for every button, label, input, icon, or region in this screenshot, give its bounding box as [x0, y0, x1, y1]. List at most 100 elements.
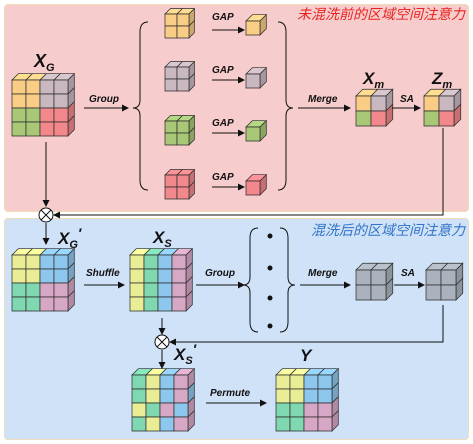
cube-xg-cell	[25, 107, 41, 123]
cube-xs-prime	[131, 367, 196, 432]
cube-group-purple-cell	[164, 66, 178, 80]
op-gap-3: GAP	[212, 118, 234, 129]
cube-xs-prime-cell	[145, 374, 161, 390]
cube-xs-cell	[157, 296, 173, 312]
cube-group-red-cell	[164, 174, 178, 188]
cube-group-purple-cell	[176, 66, 190, 80]
multiply-symbol-1	[38, 207, 54, 223]
cube-group-red-cell	[176, 174, 190, 188]
cube-y-cell	[317, 402, 333, 418]
cube-xm-cell	[355, 110, 372, 127]
cube-sa-bottom-cell	[425, 284, 442, 301]
cube-xs-prime-cell	[159, 374, 175, 390]
cube-xg-prime-cell	[53, 282, 69, 298]
op-merge-bottom: Merge	[308, 268, 338, 279]
cube-group-purple	[164, 60, 196, 92]
cube-group-orange	[164, 7, 196, 39]
cube-group-orange-cell	[164, 25, 178, 39]
cube-xs-cell	[171, 296, 187, 312]
op-gap-4: GAP	[212, 172, 234, 183]
cube-xs-cell	[171, 254, 187, 270]
cube-group-red-cell	[176, 186, 190, 200]
ellipsis-dot-3	[267, 295, 273, 301]
cube-gap-red	[245, 173, 268, 196]
cube-xg-prime-cell	[39, 254, 55, 270]
brace-right-top	[277, 21, 294, 191]
cube-group-green-cell	[164, 132, 178, 146]
cube-y-cell	[303, 402, 319, 418]
cube-xg-cell	[39, 107, 55, 123]
cube-xs-cell	[129, 254, 145, 270]
label-y: Y	[300, 346, 313, 365]
cube-xg-prime-cell	[39, 296, 55, 312]
cube-xg-cell	[11, 93, 27, 109]
cube-gap-green	[245, 119, 268, 142]
cube-xm-cell	[355, 95, 372, 112]
cube-xs-prime-cell	[159, 388, 175, 404]
op-group-top: Group	[89, 94, 119, 105]
cube-xs-prime-cell	[173, 416, 189, 432]
cube-y-cell	[289, 402, 305, 418]
cube-xg-cell	[25, 93, 41, 109]
cube-xs-cell	[157, 254, 173, 270]
multiply-symbol-2	[154, 334, 170, 350]
cube-group-red-cell	[164, 186, 178, 200]
cube-group-orange-cell	[176, 13, 190, 27]
op-gap-2: GAP	[212, 65, 234, 76]
title-before-shuffle: 未混洗前的区域空间注意力	[297, 7, 465, 23]
op-group-bottom: Group	[205, 268, 235, 279]
cube-xg-prime-cell	[53, 254, 69, 270]
label-zm: Zm	[431, 69, 452, 91]
cube-xs-prime-cell	[159, 402, 175, 418]
label-xg: XG	[33, 51, 55, 74]
cube-xm-cell	[370, 95, 387, 112]
ellipsis-dot-4	[267, 323, 273, 329]
cube-y-cell	[317, 374, 333, 390]
cube-zm	[423, 88, 462, 127]
brace-right-bottom	[279, 227, 296, 333]
cube-xs-prime-cell	[173, 402, 189, 418]
cube-group-green	[164, 114, 196, 146]
cube-xg-cell	[39, 93, 55, 109]
cube-xs-cell	[143, 268, 159, 284]
cube-merge-bottom-cell	[355, 284, 372, 301]
cube-xs-prime-cell	[131, 374, 147, 390]
cube-group-orange-cell	[164, 13, 178, 27]
title-after-shuffle: 混洗后的区域空间注意力	[311, 223, 465, 239]
cube-xg-prime-cell	[25, 268, 41, 284]
cube-xg-cell	[25, 121, 41, 137]
cube-xg	[11, 72, 76, 137]
cube-xg-cell	[11, 107, 27, 123]
op-gap-1: GAP	[212, 12, 234, 23]
op-sa-bottom: SA	[401, 268, 415, 279]
cube-group-red	[164, 168, 196, 200]
cube-merge-bottom-cell	[370, 269, 387, 286]
op-sa-top: SA	[400, 94, 414, 105]
cube-xs-prime-cell	[145, 402, 161, 418]
cube-xg-prime-cell	[25, 296, 41, 312]
cube-gap-orange	[245, 13, 268, 36]
cube-y-cell	[275, 388, 291, 404]
cube-xg-cell	[53, 121, 69, 137]
op-permute: Permute	[210, 388, 250, 399]
cube-xm	[355, 88, 394, 127]
label-xm: Xm	[362, 69, 384, 91]
cube-group-purple-cell	[164, 78, 178, 92]
cube-zm-cell	[423, 95, 440, 112]
ellipsis-dot-1	[267, 233, 273, 239]
cube-xs-cell	[143, 254, 159, 270]
cube-xg-cell	[11, 121, 27, 137]
cube-merge-bottom-cell	[355, 269, 372, 286]
cube-xs-prime-cell	[159, 416, 175, 432]
cube-gap-orange-cell	[245, 20, 261, 36]
cube-group-orange-cell	[176, 25, 190, 39]
cube-y-cell	[275, 374, 291, 390]
cube-zm-cell	[423, 110, 440, 127]
cube-xg-prime-cell	[53, 268, 69, 284]
cube-xm-cell	[370, 110, 387, 127]
cube-xs-prime-cell	[173, 374, 189, 390]
cube-xg-cell	[11, 79, 27, 95]
cube-xg-prime-cell	[11, 268, 27, 284]
cube-xs-cell	[129, 296, 145, 312]
